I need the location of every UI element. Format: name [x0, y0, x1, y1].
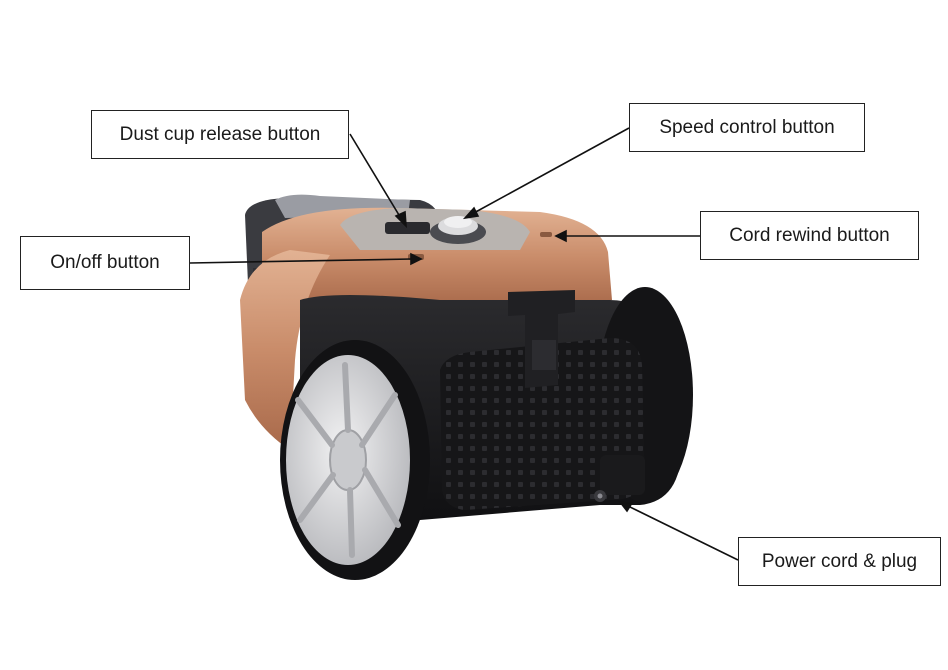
front-grille	[440, 338, 645, 510]
control-panel	[340, 208, 552, 260]
carry-handle	[508, 290, 575, 388]
dust-cup-release-label: Dust cup release button	[91, 110, 349, 159]
on-off-label: On/off button	[20, 236, 190, 290]
speed-control-text: Speed control button	[659, 116, 835, 138]
power-cord-plug-label: Power cord & plug	[738, 537, 941, 586]
power-cord-plug-text: Power cord & plug	[761, 550, 918, 572]
cord-rewind-text: Cord rewind button	[729, 224, 890, 246]
dust-cup-release-text: Dust cup release button	[119, 123, 321, 145]
speed-control-label: Speed control button	[629, 103, 865, 152]
on-off-text: On/off button	[50, 252, 160, 273]
left-wheel	[280, 340, 430, 580]
leader-arrows	[189, 127, 739, 561]
cord-rewind-label: Cord rewind button	[700, 211, 919, 260]
power-cord-socket	[594, 455, 645, 502]
